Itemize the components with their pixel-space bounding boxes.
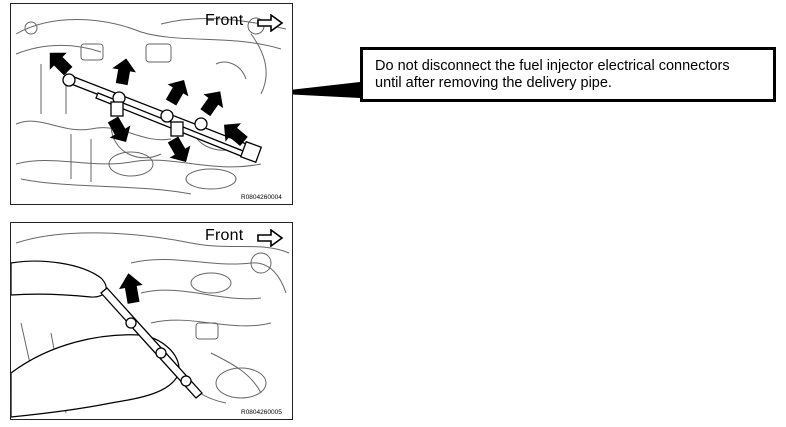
front-direction-label: Front <box>205 12 244 29</box>
delivery-pipe-removal-illustration: Front R0804260005 <box>10 222 293 420</box>
callout-line-2: until after removing the delivery pipe. <box>375 75 612 91</box>
delivery-pipe-illustration-top: Front R0804260004 <box>10 3 293 205</box>
hollow-arrow-right-icon <box>257 229 284 247</box>
figure-code: R0804260005 <box>241 409 282 416</box>
callout-line-1: Do not disconnect the fuel injector elec… <box>375 58 730 74</box>
front-direction-label: Front <box>205 227 244 244</box>
engine-sketch-top <box>15 17 287 195</box>
hollow-arrow-right-icon <box>257 14 284 32</box>
bold-arrow-up-icon <box>119 273 143 304</box>
pointer-arrows <box>49 52 248 162</box>
caution-callout-box: Do not disconnect the fuel injector elec… <box>360 47 776 102</box>
figure-code: R0804260004 <box>241 194 282 201</box>
engine-sketch-bottom <box>11 232 290 418</box>
